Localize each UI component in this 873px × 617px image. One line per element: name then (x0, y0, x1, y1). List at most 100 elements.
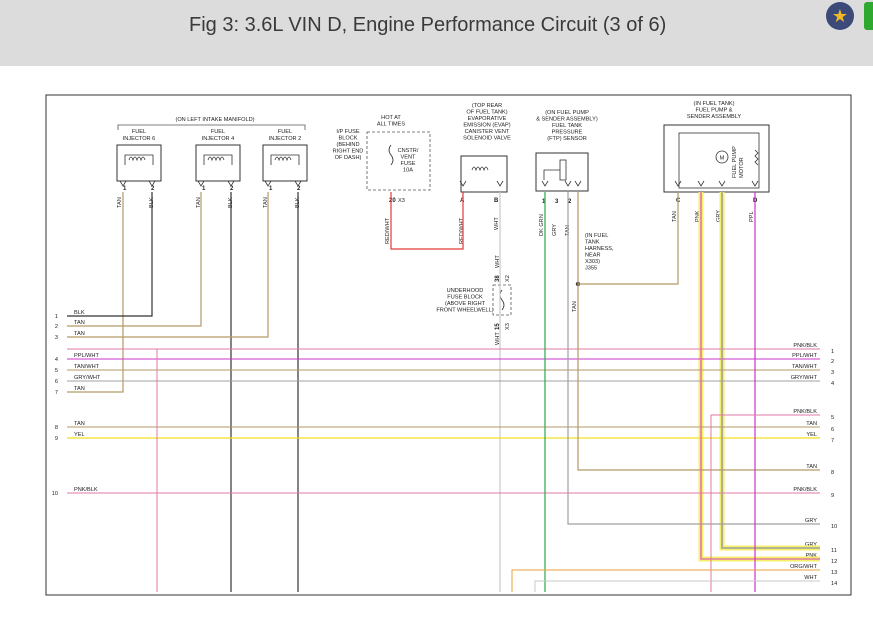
fuse-label: FUSE (401, 161, 416, 167)
ip-fuse-block-box (366, 131, 431, 191)
title-bar: Fig 3: 3.6L VIN D, Engine Performance Ci… (0, 0, 873, 66)
underhood-connector: X3 (505, 323, 511, 330)
evap-wire-label: RED/WHT (459, 217, 465, 244)
right-pin: 8 (831, 470, 834, 476)
connector-arrow-icon (718, 180, 726, 187)
evap-label: EMISSION (EVAP) (463, 123, 510, 129)
evap-pin: B (494, 198, 499, 204)
ftp-box (535, 152, 589, 192)
star-icon[interactable]: ★ (826, 2, 854, 30)
ftp-label: PRESSURE (552, 130, 583, 136)
underhood-pin: 15 (495, 323, 501, 330)
side-tab[interactable] (864, 2, 873, 30)
evap-label: OF FUEL TANK) (466, 110, 507, 116)
pump-label: SENDER ASSEMBLY (687, 114, 742, 120)
motor-label: MOTOR (739, 157, 745, 178)
connector-arrow-icon (697, 180, 705, 187)
connector-arrow-icon (751, 180, 759, 187)
left-pin: 2 (55, 324, 58, 330)
wire-pnk-blk-5 (710, 414, 820, 592)
left-wire-label: YEL (74, 432, 85, 438)
right-pin: 13 (831, 570, 837, 576)
right-pin: 6 (831, 427, 834, 433)
left-wire-label: BLK (74, 310, 85, 316)
injector-bracket (117, 124, 306, 130)
left-pin: 7 (55, 390, 58, 396)
injector-box (195, 144, 241, 182)
injector-label: FUEL (132, 129, 146, 135)
splice-label: (IN FUEL (585, 233, 608, 239)
injector-label: INJECTOR 4 (202, 136, 235, 142)
right-pin: 11 (831, 548, 837, 554)
right-pin: 5 (831, 415, 834, 421)
fuse-label: CNSTR/ (398, 148, 419, 154)
injector-label: INJECTOR 6 (123, 136, 156, 142)
ftp-label: FUEL TANK (552, 123, 582, 129)
connector-arrow-icon (227, 180, 235, 187)
splice-label: TANK (585, 240, 600, 246)
page-title: Fig 3: 3.6L VIN D, Engine Performance Ci… (189, 14, 667, 36)
ftp-pin: 2 (568, 199, 572, 205)
sender-resistor-icon (754, 149, 759, 166)
right-pin: 14 (831, 581, 837, 587)
ip-fuse-block-label: I/P FUSE (336, 129, 359, 135)
injector-wire-label: TAN (263, 197, 269, 208)
wire-blk-inj6 (67, 192, 153, 317)
injector-coil-frame (270, 154, 300, 165)
splice-wire-label: TAN (572, 301, 578, 312)
underhood-box (492, 284, 512, 316)
underhood-wire-label: WHT (495, 255, 501, 268)
injector-coil-icon (274, 156, 292, 162)
injector-group-label: (ON LEFT INTAKE MANIFOLD) (175, 117, 254, 123)
injector-pin: 2 (230, 186, 234, 192)
hot-at-all-times-label: HOT AT (381, 115, 401, 121)
connector-arrow-icon (294, 180, 302, 187)
wire-tan-ftp (577, 192, 820, 471)
pump-wire-label: PPL (749, 211, 755, 222)
left-wire-label: PNK/BLK (74, 487, 98, 493)
ftp-pin: 1 (542, 199, 546, 205)
right-pin: 1 (831, 349, 834, 355)
left-pin: 3 (55, 335, 58, 341)
injector-label: INJECTOR 2 (269, 136, 302, 142)
connector-arrow-icon (574, 180, 582, 187)
ftp-label: & SENDER ASSEMBLY) (536, 117, 598, 123)
wire-gry-pump (721, 192, 820, 549)
ftp-wire-label: DK GRN (539, 214, 545, 236)
motor-icon (715, 150, 729, 164)
right-wire-label: ORG/WHT (790, 564, 818, 570)
left-wire-label: TAN (74, 320, 85, 326)
connector-arrow-icon (197, 180, 205, 187)
pump-wire-label: PNK (695, 210, 701, 222)
evap-label: SOLENOID VALVE (463, 136, 511, 142)
injector-pin: 1 (269, 186, 273, 192)
injector-wire-label: TAN (196, 197, 202, 208)
evap-label: EVAPORATIVE (468, 116, 507, 122)
right-wire-label: TAN (806, 421, 817, 427)
left-pin: 5 (55, 368, 58, 374)
injector-pin: 2 (297, 186, 301, 192)
connector-arrow-icon (459, 180, 467, 187)
right-pin: 2 (831, 359, 834, 365)
ip-fuse-block-label: BLOCK (339, 136, 358, 142)
fuse-icon (388, 144, 394, 166)
injector-wire-label: TAN (117, 197, 123, 208)
ftp-label: (FTP) SENSOR (547, 136, 586, 142)
right-wire-label: TAN/WHT (792, 364, 818, 370)
evap-box (460, 155, 508, 193)
underhood-label: UNDERHOOD (447, 288, 484, 294)
right-wire-label: WHT (804, 575, 817, 581)
evap-label: CANISTER VENT (465, 129, 510, 135)
left-wire-label: TAN/WHT (74, 364, 100, 370)
left-pin: 8 (55, 425, 58, 431)
wire-tan-inj2 (67, 192, 269, 338)
left-wire-label: TAN (74, 386, 85, 392)
right-pin: 10 (831, 524, 837, 530)
left-pin: 10 (52, 491, 58, 497)
diagram-frame (45, 94, 852, 596)
pump-wire-label: GRY (716, 210, 722, 222)
wire-tan-inj4 (67, 192, 202, 327)
wire-org-wht (511, 569, 820, 592)
splice-label: J355 (585, 266, 597, 272)
right-wire-label: GRY (805, 518, 817, 524)
